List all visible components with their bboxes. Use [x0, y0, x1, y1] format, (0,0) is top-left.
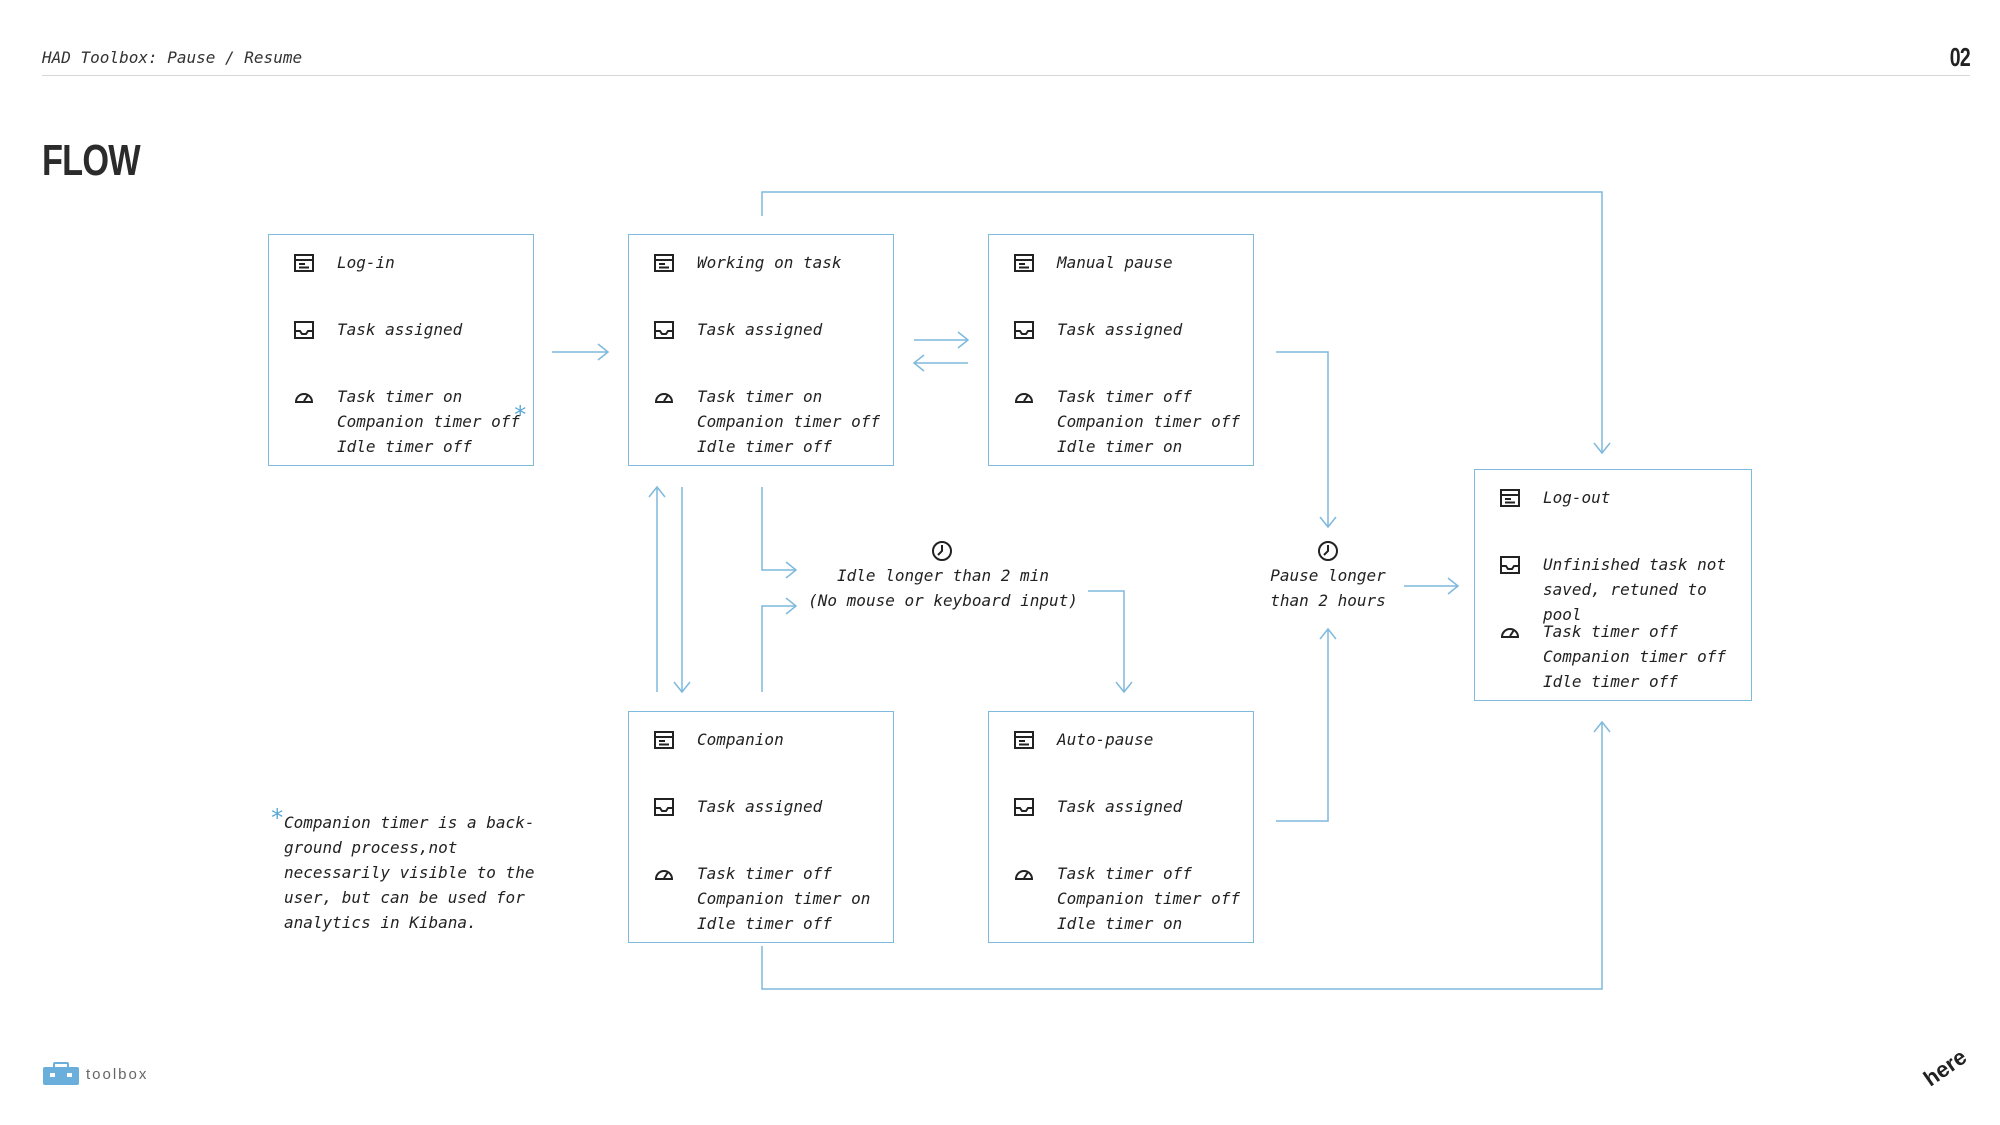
state-box-manual-pause: Manual pause Task assigned Task timer of…: [988, 234, 1254, 466]
header-divider: [42, 75, 1970, 76]
section-title: FLOW: [42, 136, 141, 185]
task-label: Task assigned: [1057, 320, 1183, 339]
state-box-login: Log-in Task assigned Task timer on Compa…: [268, 234, 534, 466]
clock-icon: [1318, 541, 1338, 561]
arrow-working-to-manual: [914, 331, 970, 349]
task-label: Task assigned: [697, 797, 823, 816]
toolbox-icon: [43, 1062, 79, 1085]
timers-label: Task timer off Companion timer on Idle t…: [697, 864, 871, 933]
timers-label: Task timer on Companion timer off Idle t…: [697, 387, 881, 456]
inbox-icon: [1013, 796, 1035, 818]
state-label: Log-in: [337, 253, 395, 272]
state-label: Log-out: [1543, 488, 1611, 507]
state-label: Companion: [697, 730, 784, 749]
task-label: Task assigned: [337, 320, 463, 339]
state-box-working: Working on task Task assigned Task timer…: [628, 234, 894, 466]
window-icon: [293, 252, 315, 274]
toolbox-logo: toolbox: [42, 1062, 148, 1086]
arrow-login-to-working: [552, 343, 610, 361]
arrow-working-to-logout-top: [761, 191, 1611, 455]
footnote-text: Companion timer is a back- ground proces…: [284, 813, 535, 932]
page-number: 02: [1949, 42, 1971, 72]
speedometer-icon: [653, 386, 675, 408]
window-icon: [1013, 252, 1035, 274]
timers-label: Task timer on Companion timer off Idle t…: [337, 387, 521, 456]
timers-label: Task timer off Companion timer off Idle …: [1057, 387, 1241, 456]
footnote-asterisk: *: [513, 401, 528, 429]
task-label: Task assigned: [697, 320, 823, 339]
document-title: HAD Toolbox: Pause / Resume: [42, 48, 303, 67]
window-icon: [1013, 729, 1035, 751]
inbox-icon: [1013, 319, 1035, 341]
arrow-auto-to-pause: [1276, 627, 1337, 822]
arrow-pause-to-logout: [1404, 577, 1460, 595]
state-label: Auto-pause: [1057, 730, 1154, 749]
window-icon: [1499, 487, 1521, 509]
timers-label: Task timer off Companion timer off Idle …: [1057, 864, 1241, 933]
state-label: Manual pause: [1057, 253, 1173, 272]
task-label: Unfinished task not saved, retuned to po…: [1543, 555, 1727, 624]
inbox-icon: [293, 319, 315, 341]
arrow-working-to-companion: [673, 487, 691, 694]
state-box-auto-pause: Auto-pause Task assigned Task timer off …: [988, 711, 1254, 943]
inbox-icon: [1499, 554, 1521, 576]
clock-icon: [932, 541, 952, 561]
inbox-icon: [653, 319, 675, 341]
inbox-icon: [653, 796, 675, 818]
speedometer-icon: [1499, 621, 1521, 643]
pause-condition-label: Pause longer than 2 hours: [1270, 566, 1386, 610]
idle-condition-label: Idle longer than 2 min (No mouse or keyb…: [808, 566, 1078, 610]
window-icon: [653, 252, 675, 274]
arrow-manual-to-pause: [1276, 351, 1337, 529]
speedometer-icon: [293, 386, 315, 408]
timers-label: Task timer off Companion timer off Idle …: [1543, 622, 1727, 691]
arrow-manual-to-working: [912, 354, 968, 372]
arrow-companion-to-working: [648, 485, 666, 692]
state-box-companion: Companion Task assigned Task timer off C…: [628, 711, 894, 943]
footnote-asterisk: *: [270, 804, 285, 832]
speedometer-icon: [1013, 386, 1035, 408]
logo-text: toolbox: [86, 1065, 149, 1083]
speedometer-icon: [1013, 863, 1035, 885]
state-box-logout: Log-out Unfinished task not saved, retun…: [1474, 469, 1752, 701]
state-label: Working on task: [697, 253, 842, 272]
speedometer-icon: [653, 863, 675, 885]
arrow-companion-to-logout-bottom: [761, 720, 1611, 990]
arrow-working-to-idle: [761, 487, 798, 579]
task-label: Task assigned: [1057, 797, 1183, 816]
arrow-companion-to-idle: [761, 597, 798, 692]
window-icon: [653, 729, 675, 751]
arrow-idle-to-auto: [1088, 590, 1133, 694]
